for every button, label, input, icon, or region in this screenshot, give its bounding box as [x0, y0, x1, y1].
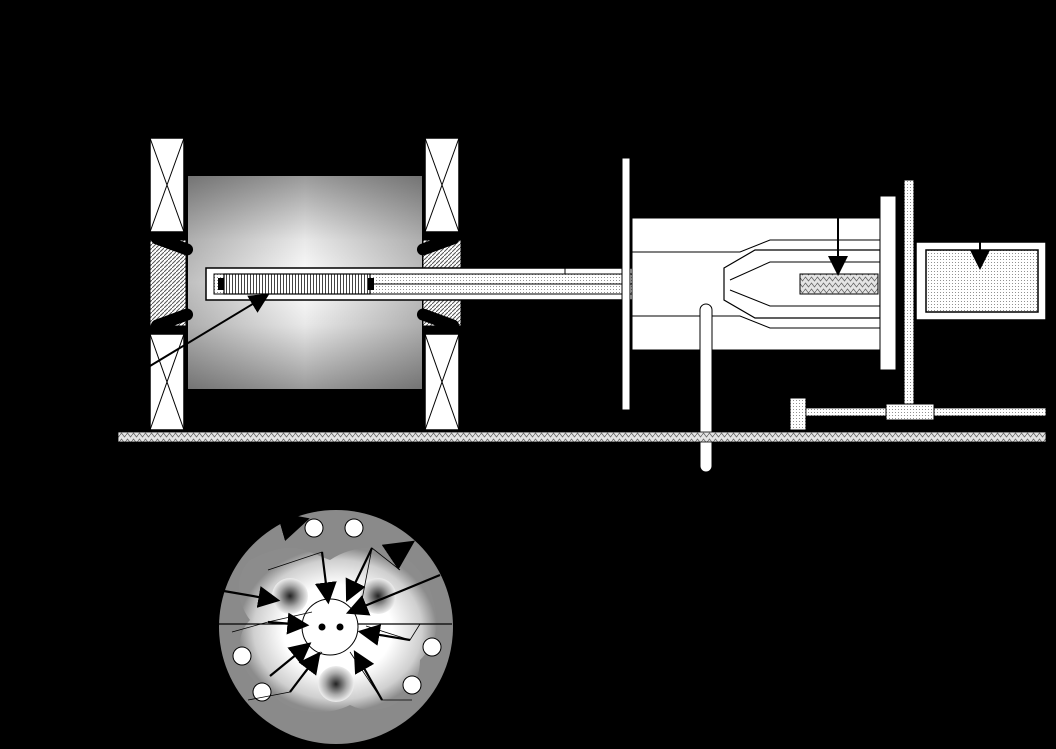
- detector-box: [915, 241, 1047, 321]
- cross-section: [217, 510, 453, 744]
- sample-holder: [223, 273, 371, 295]
- probe-housing: [621, 157, 915, 473]
- thin-leader-lines: [231, 547, 421, 701]
- base-rail: [117, 397, 1047, 443]
- gas-inlet-pipe: [699, 303, 713, 473]
- detector-element: [799, 273, 879, 295]
- source-spot: [272, 578, 308, 614]
- magnet-coil-left: [149, 137, 187, 431]
- outer-holes: [232, 518, 442, 702]
- coil-connectors: [150, 232, 460, 332]
- source-spot: [318, 666, 354, 702]
- pointer-arrow: [149, 293, 270, 367]
